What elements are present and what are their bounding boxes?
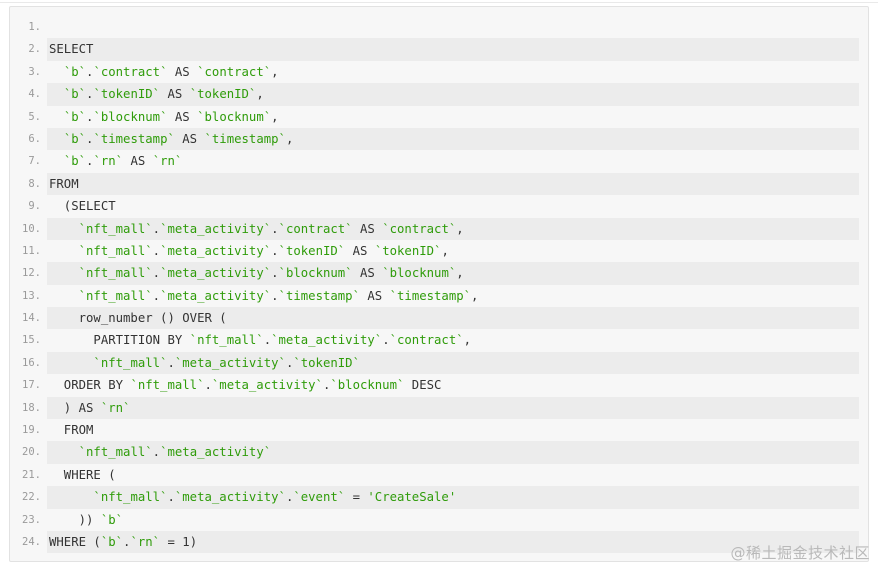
line-number: 11.	[22, 244, 41, 257]
code-lines: 1. 2. SELECT 3. `b`.`contract` AS `contract…	[10, 16, 868, 554]
code-line: 10. `nft_mall`.`meta_activity`.`contract…	[10, 217, 868, 240]
code-line: 9. (SELECT	[10, 195, 868, 217]
code-block[interactable]: 1. 2. SELECT 3. `b`.`contract` AS `contract…	[9, 6, 869, 562]
line-code: `nft_mall`.`meta_activity`.`tokenID` AS …	[78, 243, 449, 258]
line-code: PARTITION BY `nft_mall`.`meta_activity`.…	[49, 333, 472, 348]
line-code: `nft_mall`.`meta_activity`.`tokenID`	[93, 355, 360, 370]
line-number: 21.	[22, 468, 41, 481]
line-number: 18.	[22, 401, 41, 414]
code-line: 18. ) AS `rn`	[10, 396, 868, 420]
code-line: 8. FROM	[10, 172, 868, 196]
line-number: 5.	[28, 110, 41, 123]
line-code: WHERE (`b`.`rn` = 1)	[49, 534, 198, 549]
line-number: 23.	[22, 513, 41, 526]
code-line: 11. `nft_mall`.`meta_activity`.`tokenID`…	[10, 240, 868, 262]
line-code: FROM	[49, 176, 79, 191]
code-line: 4. `b`.`tokenID` AS `tokenID`,	[10, 83, 868, 106]
code-line: 22. `nft_mall`.`meta_activity`.`event` =…	[10, 486, 868, 509]
line-code: `nft_mall`.`meta_activity`.`blocknum` AS…	[78, 266, 464, 281]
line-number: 20.	[22, 446, 41, 459]
line-number: 6.	[28, 132, 41, 145]
line-highlight	[47, 530, 859, 554]
line-code: )) `b`	[49, 512, 124, 527]
line-number: 8.	[28, 177, 41, 190]
line-highlight	[47, 441, 859, 464]
line-number: 2.	[28, 43, 41, 56]
line-code: `nft_mall`.`meta_activity`.`contract` AS…	[78, 221, 464, 236]
line-number: 13.	[22, 289, 41, 302]
line-code: `nft_mall`.`meta_activity`.`event` = 'Cr…	[93, 490, 457, 505]
code-line: 5. `b`.`blocknum` AS `blocknum`,	[10, 106, 868, 128]
line-number: 16.	[22, 356, 41, 369]
code-line: 3. `b`.`contract` AS `contract`,	[10, 61, 868, 83]
line-highlight	[47, 38, 859, 61]
line-code: FROM	[49, 423, 94, 438]
code-line: 16. `nft_mall`.`meta_activity`.`tokenID`	[10, 351, 868, 375]
line-code: `b`.`contract` AS `contract`,	[63, 64, 279, 79]
line-number: 22.	[22, 491, 41, 504]
line-code: `nft_mall`.`meta_activity`.`timestamp` A…	[78, 288, 479, 303]
line-number: 19.	[22, 424, 41, 437]
line-highlight	[47, 83, 859, 106]
line-code: (SELECT	[49, 199, 116, 214]
code-line: 13. `nft_mall`.`meta_activity`.`timestam…	[10, 285, 868, 307]
line-highlight	[47, 486, 859, 509]
line-highlight	[47, 127, 859, 151]
code-line: 7. `b`.`rn` AS `rn`	[10, 150, 868, 172]
line-number: 4.	[28, 88, 41, 101]
line-number: 10.	[22, 222, 41, 235]
code-line: 21. WHERE (	[10, 464, 868, 486]
code-line: 23. )) `b`	[10, 509, 868, 531]
line-number: 9.	[28, 200, 41, 213]
line-code: ) AS `rn`	[49, 400, 131, 415]
line-number: 1.	[28, 21, 41, 33]
line-number: 15.	[22, 334, 41, 347]
code-line: 14. row_number () OVER (	[10, 307, 868, 330]
line-code: `b`.`blocknum` AS `blocknum`,	[63, 109, 279, 124]
code-line: 2. SELECT	[10, 38, 868, 61]
line-code: `b`.`rn` AS `rn`	[63, 154, 183, 169]
line-code: WHERE (	[49, 467, 116, 482]
line-highlight	[47, 351, 859, 375]
code-line: 24. WHERE (`b`.`rn` = 1)	[10, 530, 868, 554]
line-number: 3.	[28, 65, 41, 78]
line-number: 12.	[22, 267, 41, 280]
line-code: `b`.`timestamp` AS `timestamp`,	[63, 131, 294, 146]
line-highlight	[47, 172, 859, 196]
code-line: 15. PARTITION BY `nft_mall`.`meta_activi…	[10, 329, 868, 351]
line-number: 7.	[28, 155, 41, 168]
code-line: 17. ORDER BY `nft_mall`.`meta_activity`.…	[10, 374, 868, 396]
code-line: 1.	[10, 16, 868, 38]
line-number: 14.	[22, 312, 41, 325]
top-divider	[0, 2, 878, 3]
line-number: 17.	[22, 379, 41, 392]
watermark: @稀土掘金技术社区	[730, 544, 870, 562]
line-number: 24.	[22, 535, 41, 548]
line-highlight	[47, 217, 859, 240]
line-highlight	[47, 262, 859, 285]
code-line: 12. `nft_mall`.`meta_activity`.`blocknum…	[10, 262, 868, 285]
code-line: 20. `nft_mall`.`meta_activity`	[10, 441, 868, 464]
code-line: 6. `b`.`timestamp` AS `timestamp`,	[10, 127, 868, 151]
line-code: row_number () OVER (	[49, 311, 227, 326]
code-line: 19. FROM	[10, 419, 868, 441]
line-code: SELECT	[49, 42, 94, 57]
line-highlight	[47, 307, 859, 330]
line-highlight	[47, 396, 859, 420]
line-code: ORDER BY `nft_mall`.`meta_activity`.`blo…	[49, 378, 442, 393]
line-code: `b`.`tokenID` AS `tokenID`,	[63, 87, 264, 102]
line-code: `nft_mall`.`meta_activity`	[78, 445, 272, 460]
